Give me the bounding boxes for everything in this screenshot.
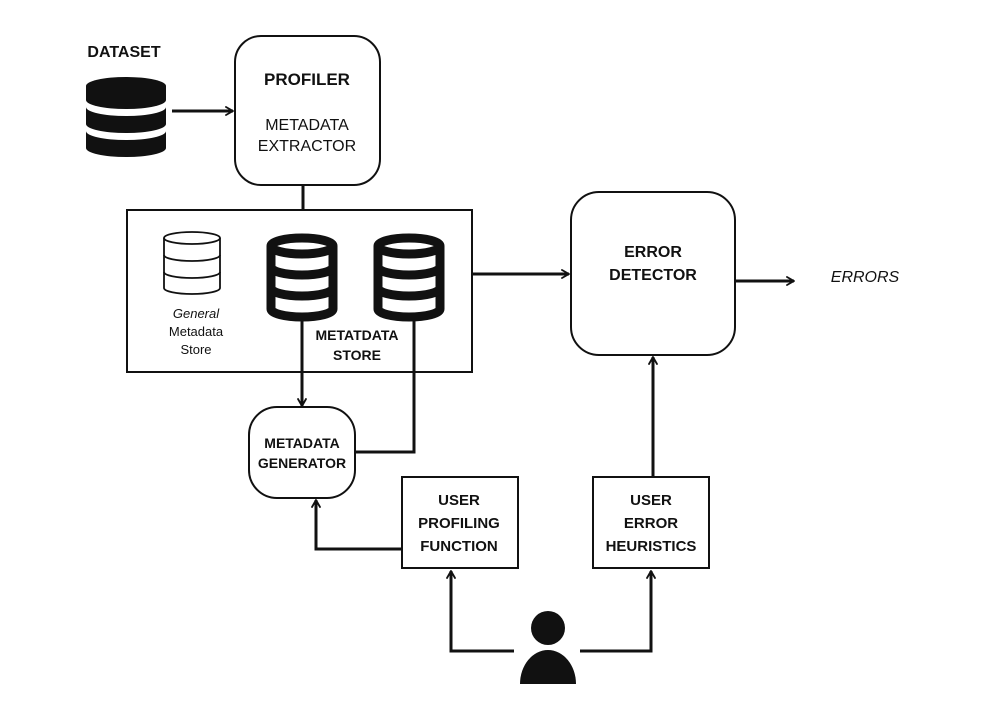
error-detector-line1: ERROR <box>624 244 682 261</box>
metadata-generator-box: METADATA GENERATOR <box>248 406 356 499</box>
arrow-user-to-profiling <box>446 570 514 653</box>
metadata-store-label-line1: METATDATA <box>316 327 399 343</box>
general-store-line2: Metadata <box>169 324 224 339</box>
error-detector-box: ERROR DETECTOR <box>570 191 736 356</box>
user-heuristics-line3: HEURISTICS <box>606 538 697 555</box>
error-detector-line2: DETECTOR <box>609 267 697 284</box>
database-icon <box>86 77 166 157</box>
general-store-line3: Store <box>180 342 211 357</box>
errors-label: ERRORS <box>831 269 900 286</box>
user-profiling-line2: PROFILING <box>418 515 500 532</box>
metadata-generator-line2: GENERATOR <box>258 455 346 471</box>
connector-generator-to-store <box>355 321 416 454</box>
metadata-store-label-line2: STORE <box>333 347 381 363</box>
dataset-label: DATASET <box>87 44 160 61</box>
user-heuristics-line1: USER <box>630 492 672 509</box>
user-error-heuristics-box: USER ERROR HEURISTICS <box>592 476 710 569</box>
metadata-generator-line1: METADATA <box>264 435 339 451</box>
user-icon <box>520 611 576 684</box>
profiler-title: PROFILER <box>264 70 350 89</box>
user-heuristics-line2: ERROR <box>624 515 678 532</box>
user-profiling-function-box: USER PROFILING FUNCTION <box>401 476 519 569</box>
profiler-line1: METADATA <box>265 117 349 134</box>
profiler-box: PROFILER METADATA EXTRACTOR <box>234 35 381 186</box>
user-profiling-line1: USER <box>438 492 480 509</box>
general-store-line1: General <box>173 306 220 321</box>
metadata-store-container: General Metadata Store METATDATA STORE <box>126 209 473 373</box>
profiler-line2: EXTRACTOR <box>258 138 356 155</box>
user-profiling-line3: FUNCTION <box>420 538 498 555</box>
arrow-user-to-heuristics <box>580 570 656 653</box>
arrow-profiling-to-generator <box>311 499 402 551</box>
